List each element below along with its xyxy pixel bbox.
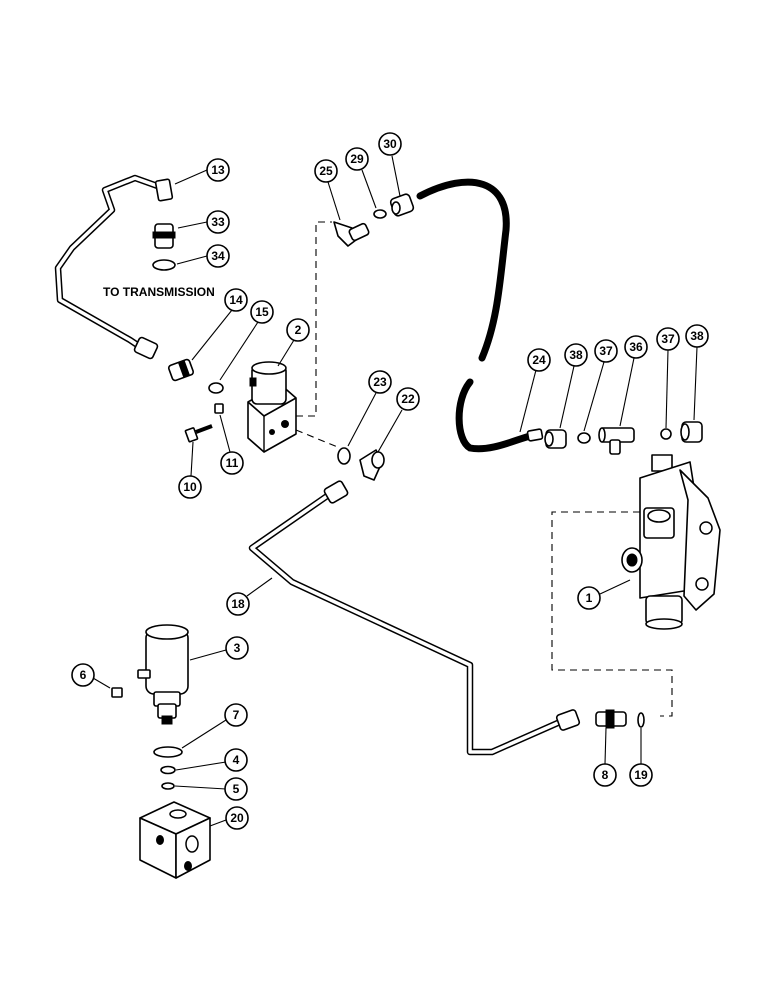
fitting-14: 14 [167,288,248,382]
solenoid-valve-2: 2 [247,318,310,453]
callout-label-20: 19 [634,768,648,782]
valve-body-1: 1 [577,454,721,630]
sleeve-29: 29 [345,147,387,219]
callout-label-37-left: 37 [599,344,613,358]
callout-label-36: 36 [629,340,643,354]
callout-label-19: 8 [602,768,609,782]
callout-label-11: 11 [226,456,239,470]
transmission-tube [54,174,174,360]
callout-label-29: 29 [350,152,364,166]
callout-label-14: 14 [229,293,243,307]
bolt-10: 10 [178,424,213,499]
callout-label-6: 6 [80,668,87,682]
callout-label-13: 13 [211,163,225,177]
callout-label-3: 3 [234,641,241,655]
callout-label-30: 30 [383,137,397,151]
callout-label-8: 20 [230,811,244,825]
to-transmission-label: TO TRANSMISSION [103,285,215,299]
callout-label-37-right: 37 [661,332,675,346]
tube-18: 18 [226,480,581,756]
elbow-25: 25 [314,159,370,247]
callout-label-33: 33 [211,215,225,229]
dashed-link-upper [296,221,332,417]
callout-label-2: 2 [295,323,302,337]
sleeve-37-left: 37 [577,339,618,444]
oring-34: 34 [152,244,230,271]
manifold-block-8: 20 [139,801,249,879]
callout-label-1: 1 [586,591,593,605]
callout-label-4: 4 [233,753,240,767]
callout-label-34: 34 [211,249,225,263]
dashed-link-lower [551,511,673,717]
callout-13: 13 [174,158,230,185]
oring-15: 15 [208,300,274,394]
callout-label-23: 23 [373,375,387,389]
dashed-link-oring [295,429,341,449]
oring-23: 23 [337,370,392,465]
nut-6: 6 [71,663,123,698]
callout-label-38-right: 38 [690,329,704,343]
nut-30: 30 [378,132,415,217]
callout-label-15: 15 [255,305,269,319]
oring-5: 5 [161,777,248,801]
callout-label-18: 18 [231,597,245,611]
oring-4: 4 [160,748,248,775]
callout-label-7: 7 [233,708,240,722]
callout-label-24: 24 [532,353,546,367]
connector-19: 8 [593,709,627,787]
elbow-22: 22 [359,387,420,481]
nut-38-left: 38 [544,343,588,449]
sleeve-37-right: 37 [656,327,680,440]
tee-36: 36 [598,335,648,455]
oring-7: 7 [153,703,248,758]
solenoid-3: 3 [137,624,249,725]
callout-label-22: 22 [401,392,415,406]
nut-11: 11 [214,403,244,475]
callout-label-10: 10 [183,480,197,494]
nut-38-right: 38 [680,324,709,443]
callout-label-25: 25 [319,164,333,178]
callout-label-38-left: 38 [569,348,583,362]
callout-label-5: 5 [233,782,240,796]
fitting-33: 33 [152,210,230,249]
hose-24: 24 [416,178,551,453]
oring-20: 19 [629,712,653,787]
